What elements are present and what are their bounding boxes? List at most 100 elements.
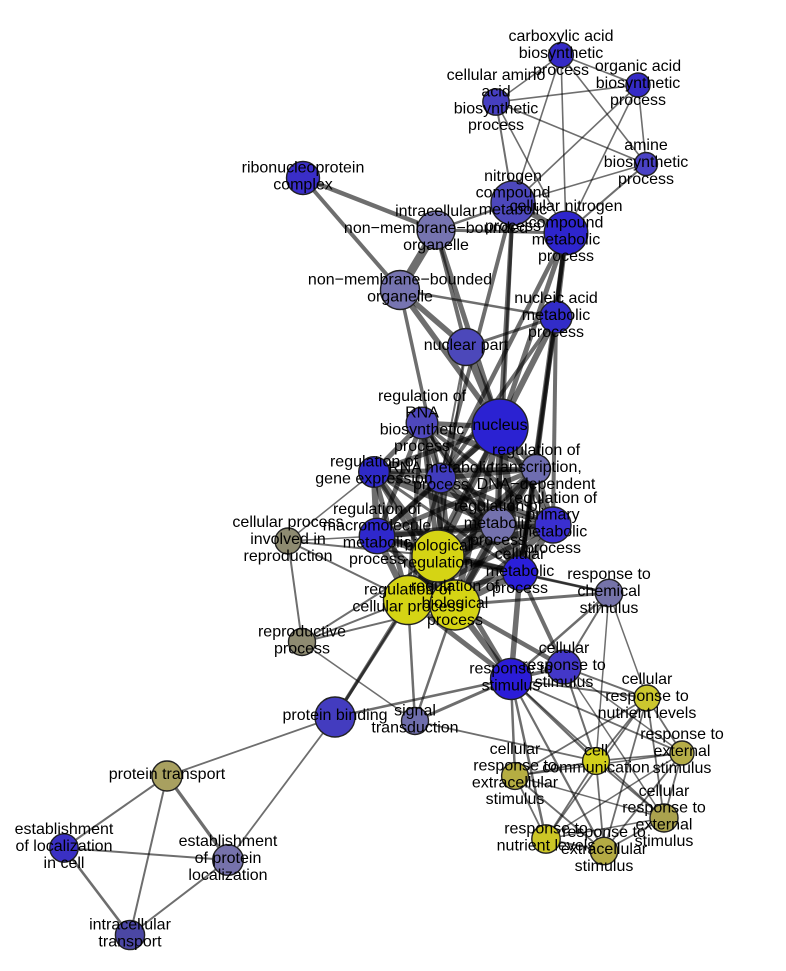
svg-text:response to: response to [522, 657, 606, 674]
svg-text:acid: acid [481, 84, 510, 101]
svg-text:cellular: cellular [490, 741, 541, 758]
svg-text:DNA−dependent: DNA−dependent [477, 476, 596, 493]
svg-text:RNA: RNA [405, 405, 439, 422]
svg-text:process: process [470, 532, 526, 549]
svg-text:non−membrane−bounded: non−membrane−bounded [344, 220, 528, 237]
svg-text:RNA metabolic: RNA metabolic [388, 460, 494, 477]
svg-text:stimulus: stimulus [635, 833, 694, 850]
svg-text:nutrient levels: nutrient levels [497, 837, 596, 854]
svg-text:of protein: of protein [195, 850, 262, 867]
svg-text:cellular process: cellular process [232, 514, 343, 531]
svg-text:metabolic: metabolic [479, 201, 547, 218]
svg-text:process: process [427, 612, 483, 629]
svg-text:stimulus: stimulus [482, 677, 541, 694]
svg-text:regulation of: regulation of [378, 388, 467, 405]
svg-text:process: process [492, 580, 548, 597]
svg-text:regulation of: regulation of [330, 454, 419, 471]
svg-text:process: process [610, 92, 666, 109]
svg-text:external: external [636, 816, 693, 833]
svg-text:biosynthetic: biosynthetic [380, 421, 465, 438]
svg-text:metabolic: metabolic [343, 534, 411, 551]
svg-text:response to: response to [504, 821, 588, 838]
svg-text:stimulus: stimulus [535, 674, 594, 691]
svg-text:stimulus: stimulus [575, 858, 634, 875]
svg-text:carboxylic acid: carboxylic acid [509, 28, 614, 45]
svg-text:response to: response to [567, 566, 651, 583]
svg-text:external: external [654, 743, 711, 760]
svg-text:metabolic: metabolic [486, 563, 554, 580]
svg-text:extracellular: extracellular [472, 774, 559, 791]
svg-text:of localization: of localization [16, 838, 113, 855]
svg-text:process: process [413, 476, 469, 493]
svg-text:nutrient levels: nutrient levels [598, 705, 697, 722]
svg-text:regulation: regulation [403, 554, 473, 571]
svg-text:regulation of: regulation of [364, 582, 453, 599]
svg-text:process: process [485, 218, 541, 235]
svg-text:metabolic: metabolic [522, 307, 590, 324]
svg-text:organelle: organelle [403, 237, 469, 254]
svg-text:protein binding: protein binding [283, 707, 388, 724]
svg-text:in cell: in cell [44, 855, 85, 872]
svg-text:stimulus: stimulus [580, 600, 639, 617]
svg-text:nucleic acid: nucleic acid [514, 290, 598, 307]
svg-text:transduction: transduction [371, 719, 458, 736]
svg-text:response to: response to [469, 661, 553, 678]
svg-text:transport: transport [98, 933, 162, 950]
svg-text:cellular: cellular [622, 671, 673, 688]
svg-text:response to: response to [640, 726, 724, 743]
svg-text:biological: biological [422, 595, 489, 612]
svg-text:localization: localization [188, 867, 267, 884]
svg-text:response to: response to [605, 688, 689, 705]
svg-text:chemical: chemical [577, 583, 640, 600]
svg-text:biosynthetic: biosynthetic [519, 45, 604, 62]
svg-text:establishment: establishment [179, 833, 278, 850]
svg-text:reproduction: reproduction [244, 548, 333, 565]
svg-text:biosynthetic: biosynthetic [454, 100, 539, 117]
svg-text:involved in: involved in [250, 531, 326, 548]
svg-text:cellular: cellular [639, 783, 690, 800]
svg-text:primary: primary [526, 507, 579, 524]
svg-text:cellular nitrogen: cellular nitrogen [510, 198, 623, 215]
svg-text:compound: compound [529, 215, 604, 232]
svg-text:extracellular: extracellular [561, 841, 648, 858]
svg-text:organic acid: organic acid [595, 58, 681, 75]
svg-text:amine: amine [624, 137, 668, 154]
svg-text:biosynthetic: biosynthetic [604, 154, 689, 171]
svg-text:gene expression: gene expression [315, 470, 432, 487]
svg-text:process: process [618, 171, 674, 188]
svg-text:communication: communication [542, 759, 650, 776]
svg-text:stimulus: stimulus [486, 791, 545, 808]
svg-text:biosynthetic: biosynthetic [596, 75, 681, 92]
svg-text:reproductive: reproductive [258, 624, 346, 641]
svg-text:regulation of: regulation of [454, 498, 543, 515]
svg-text:transcription,: transcription, [490, 459, 582, 476]
svg-text:cellular: cellular [495, 546, 546, 563]
svg-text:process: process [525, 540, 581, 557]
svg-text:regulation of: regulation of [411, 578, 500, 595]
svg-text:stimulus: stimulus [653, 760, 712, 777]
svg-text:cellular process: cellular process [352, 598, 463, 615]
svg-text:regulation of: regulation of [509, 490, 598, 507]
svg-text:process: process [468, 117, 524, 134]
svg-text:nuclear part: nuclear part [424, 337, 509, 354]
svg-text:intracellular: intracellular [395, 203, 477, 220]
svg-text:cellular: cellular [539, 640, 590, 657]
svg-text:process: process [349, 551, 405, 568]
svg-text:regulation of: regulation of [492, 442, 581, 459]
svg-text:signal: signal [394, 703, 436, 720]
svg-text:biological: biological [405, 538, 472, 555]
svg-text:response to: response to [622, 800, 706, 817]
svg-text:protein transport: protein transport [109, 766, 226, 783]
svg-text:compound: compound [476, 185, 551, 202]
svg-text:process: process [528, 324, 584, 341]
svg-text:cellular amino: cellular amino [447, 67, 546, 84]
svg-text:process: process [533, 62, 589, 79]
svg-text:nitrogen: nitrogen [484, 168, 542, 185]
svg-text:response to: response to [562, 824, 646, 841]
svg-text:organelle: organelle [367, 288, 433, 305]
svg-text:process: process [274, 640, 330, 657]
svg-text:process: process [538, 248, 594, 265]
svg-text:macromolecule: macromolecule [323, 518, 432, 535]
svg-text:metabolic: metabolic [519, 523, 587, 540]
svg-text:complex: complex [273, 176, 333, 193]
